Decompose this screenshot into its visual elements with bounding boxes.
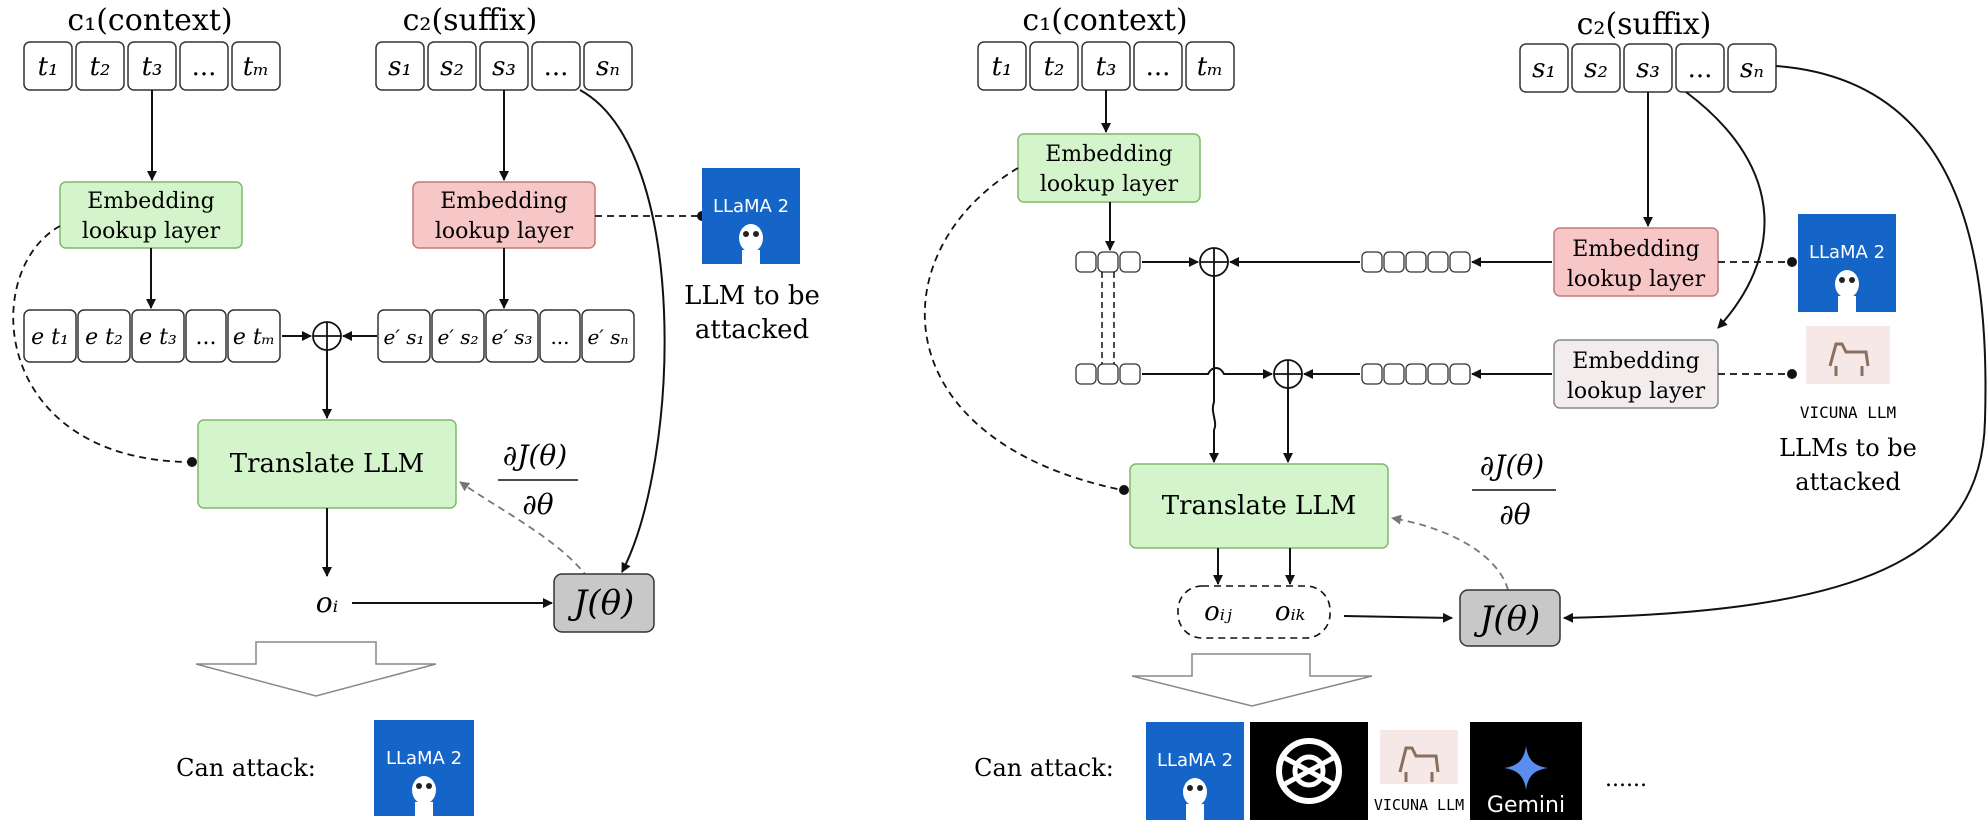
left-loss-label: J(θ) — [568, 583, 635, 623]
left-gradient-bottom: ∂θ — [522, 488, 553, 521]
left-embedding-red-line2: lookup layer — [435, 219, 574, 244]
right-suffix-tokens: s₁ s₂ s₃ ... sₙ — [1519, 43, 1777, 93]
llama-logo-text: LLaMA 2 — [713, 196, 789, 217]
left-can-attack: Can attack: — [176, 754, 316, 782]
token: s₂ — [440, 52, 464, 82]
left-translate-llm-label: Translate LLM — [230, 449, 424, 479]
left-suffix-label: c₂(suffix) — [403, 3, 538, 38]
right-context-tokens: t₁ t₂ t₃ ... tₘ — [977, 41, 1235, 91]
llama-logo-text: LLaMA 2 — [1809, 242, 1885, 263]
right-target-caption-line2: attacked — [1795, 468, 1900, 496]
token: s₁ — [1532, 54, 1556, 84]
left-embedded-context: e t₁ e t₂ e t₃ ... e tₘ — [23, 309, 281, 363]
right-can-attack-vicuna: VICUNA LLM — [1370, 722, 1468, 820]
left-llama-logo: LLaMA 2 — [702, 168, 800, 264]
token: ... — [192, 52, 217, 82]
right-suffix-vector-row1 — [1361, 251, 1471, 273]
left-embedding-green-line2: lookup layer — [82, 219, 221, 244]
embedded-token: e t₃ — [139, 325, 177, 350]
right-context-vector-row2 — [1075, 363, 1141, 385]
left-big-arrow — [195, 641, 437, 697]
right-ellipsis: ...... — [1605, 767, 1647, 792]
embedded-token: e t₁ — [31, 325, 69, 350]
right-embedding-green-line1: Embedding — [1045, 142, 1172, 167]
left-embedded-suffix: e′ s₁ e′ s₂ e′ s₃ ... e′ sₙ — [377, 309, 635, 363]
right-vicuna-logo — [1806, 326, 1890, 384]
right-gradient-top: ∂J(θ) — [1480, 449, 1544, 482]
embedded-token: e′ sₙ — [587, 325, 628, 349]
right-diagram: c₁(context) c₂(suffix) t₁ t₂ t₃ ... tₘ s… — [923, 3, 1987, 820]
token: t₁ — [38, 52, 59, 82]
left-loss — [553, 573, 655, 633]
token: sₙ — [596, 52, 620, 82]
right-embedding-gray-line1: Embedding — [1572, 349, 1699, 374]
token: t₁ — [992, 52, 1013, 82]
right-target-caption-line1: LLMs to be — [1779, 434, 1917, 462]
token: s₃ — [492, 52, 516, 82]
right-output-k: oᵢₖ — [1275, 597, 1305, 627]
right-embedding-red-line1: Embedding — [1572, 237, 1699, 262]
right-can-attack-llama: LLaMA 2 — [1146, 722, 1244, 820]
right-big-arrow — [1131, 653, 1373, 707]
right-context-label: c₁(context) — [1022, 3, 1187, 38]
right-outputs — [1177, 585, 1331, 639]
embedded-token: ... — [550, 325, 569, 349]
embedded-token: e tₘ — [233, 325, 275, 350]
token: t₃ — [142, 52, 163, 82]
embedded-token: e′ s₃ — [491, 325, 532, 349]
right-context-vector-row1 — [1075, 251, 1141, 273]
right-llama-logo: LLaMA 2 — [1798, 214, 1896, 312]
left-target-caption-line1: LLM to be — [684, 281, 820, 311]
gemini-label: Gemini — [1487, 793, 1565, 818]
embedded-token: e′ s₁ — [383, 325, 424, 349]
right-embedding-red-line2: lookup layer — [1567, 267, 1706, 292]
token: t₃ — [1096, 52, 1117, 82]
left-output: oᵢ — [316, 586, 339, 619]
right-can-attack-openai — [1250, 722, 1368, 820]
left-context-label: c₁(context) — [67, 3, 232, 38]
right-translate-llm — [1129, 463, 1389, 549]
left-diagram: c₁(context) c₂(suffix) t₁ t₂ t₃ ... tₘ s… — [12, 3, 820, 816]
right-can-attack-gemini: Gemini — [1470, 722, 1582, 820]
embedded-token: e t₂ — [85, 325, 123, 350]
left-target-caption-line2: attacked — [695, 315, 809, 345]
token: s₁ — [388, 52, 412, 82]
llama-logo-text: LLaMA 2 — [386, 748, 462, 769]
right-loss — [1459, 589, 1561, 647]
token: ... — [1688, 54, 1713, 84]
right-can-attack-vicuna-caption: VICUNA LLM — [1374, 796, 1464, 814]
token: t₂ — [90, 52, 111, 82]
right-output-j: oᵢⱼ — [1204, 597, 1232, 627]
left-embedding-red-line1: Embedding — [440, 189, 567, 214]
left-gradient-top: ∂J(θ) — [503, 439, 567, 472]
embedded-token: e′ s₂ — [437, 325, 478, 349]
embedded-token: ... — [196, 325, 217, 350]
token: ... — [544, 52, 569, 82]
right-loss-label: J(θ) — [1474, 599, 1541, 639]
right-suffix-vector-row2 — [1361, 363, 1471, 385]
token: tₘ — [1197, 52, 1223, 82]
right-vicuna-caption: VICUNA LLM — [1800, 403, 1896, 422]
llama-logo-text: LLaMA 2 — [1157, 750, 1233, 771]
right-can-attack: Can attack: — [974, 754, 1114, 782]
token: sₙ — [1740, 54, 1764, 84]
right-translate-llm-label: Translate LLM — [1162, 491, 1356, 521]
left-can-attack-llama: LLaMA 2 — [374, 720, 474, 816]
token: s₂ — [1584, 54, 1608, 84]
token: t₂ — [1044, 52, 1065, 82]
right-embedding-gray-line2: lookup layer — [1567, 379, 1706, 404]
left-suffix-tokens: s₁ s₂ s₃ ... sₙ — [375, 41, 633, 91]
right-embedding-green-line2: lookup layer — [1040, 172, 1179, 197]
right-gradient-bottom: ∂θ — [1499, 498, 1530, 531]
left-context-tokens: t₁ t₂ t₃ ... tₘ — [23, 41, 281, 91]
token: s₃ — [1636, 54, 1660, 84]
token: tₘ — [243, 52, 269, 82]
token: ... — [1146, 52, 1171, 82]
right-suffix-label: c₂(suffix) — [1577, 7, 1712, 42]
left-embedding-green-line1: Embedding — [87, 189, 214, 214]
